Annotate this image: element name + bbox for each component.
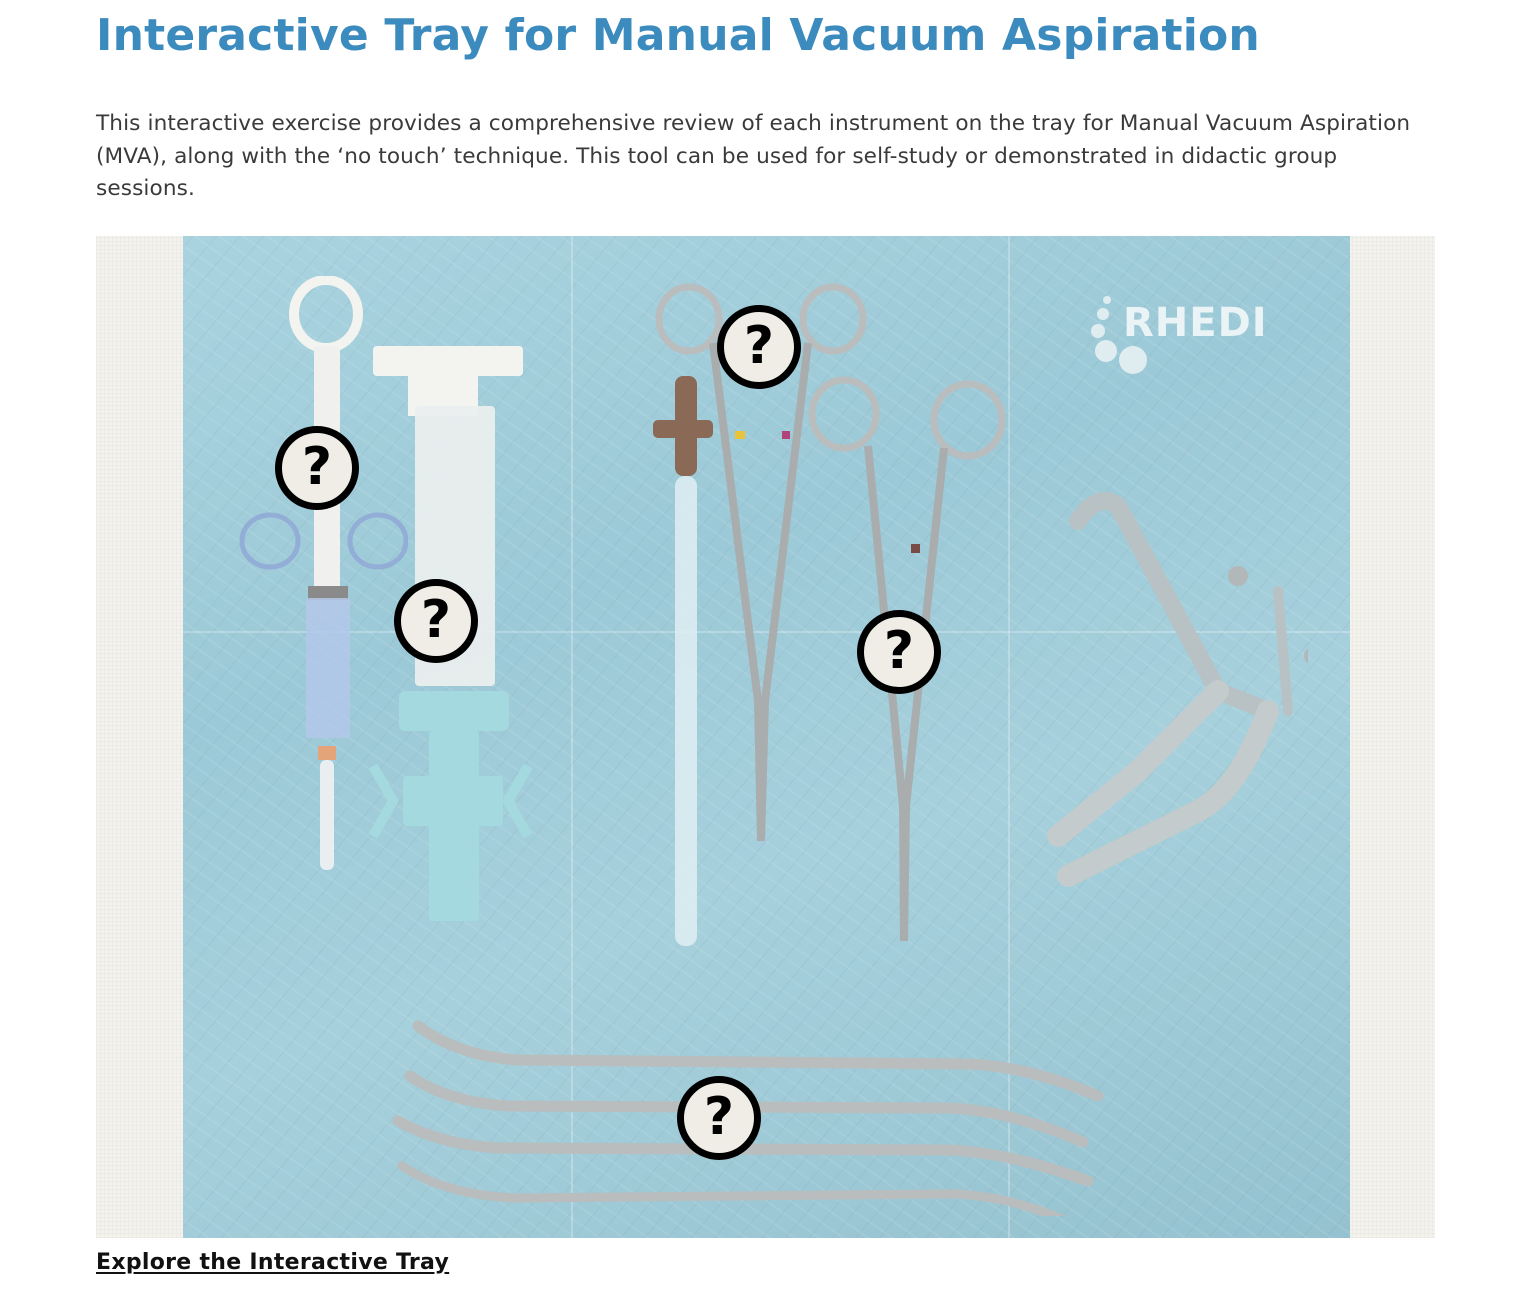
page-title: Interactive Tray for Manual Vacuum Aspir… <box>96 10 1260 61</box>
interactive-tray-figure: RHEDI <box>96 236 1435 1238</box>
speculum-illustration <box>1047 492 1308 887</box>
question-mark-icon: ? <box>703 1087 735 1147</box>
question-mark-icon: ? <box>420 590 452 650</box>
intro-paragraph: This interactive exercise provides a com… <box>96 111 1411 201</box>
drape-fold <box>1008 236 1010 1238</box>
question-mark-icon: ? <box>883 621 915 681</box>
hotspot-tenaculum[interactable]: ? <box>857 610 941 694</box>
drape-fold <box>183 631 1350 633</box>
aspirator-illustration <box>368 346 533 921</box>
cannula-illustration <box>653 376 713 946</box>
rhedi-logo: RHEDI <box>1089 294 1279 374</box>
tenaculum-illustration <box>808 376 1006 942</box>
hotspot-aspirator[interactable]: ? <box>394 579 478 663</box>
explore-interactive-tray-link[interactable]: Explore the Interactive Tray <box>96 1250 450 1275</box>
tray-image: RHEDI <box>183 236 1350 1238</box>
hotspot-syringe[interactable]: ? <box>275 426 359 510</box>
logo-text: RHEDI <box>1123 300 1268 346</box>
question-mark-icon: ? <box>301 437 333 497</box>
question-mark-icon: ? <box>743 316 775 376</box>
ring-forceps-illustration <box>655 283 867 842</box>
hotspot-dilators[interactable]: ? <box>677 1076 761 1160</box>
drape-fold <box>571 236 573 1238</box>
hotspot-ring-forceps[interactable]: ? <box>717 305 801 389</box>
dilators-illustration <box>392 1020 1104 1216</box>
